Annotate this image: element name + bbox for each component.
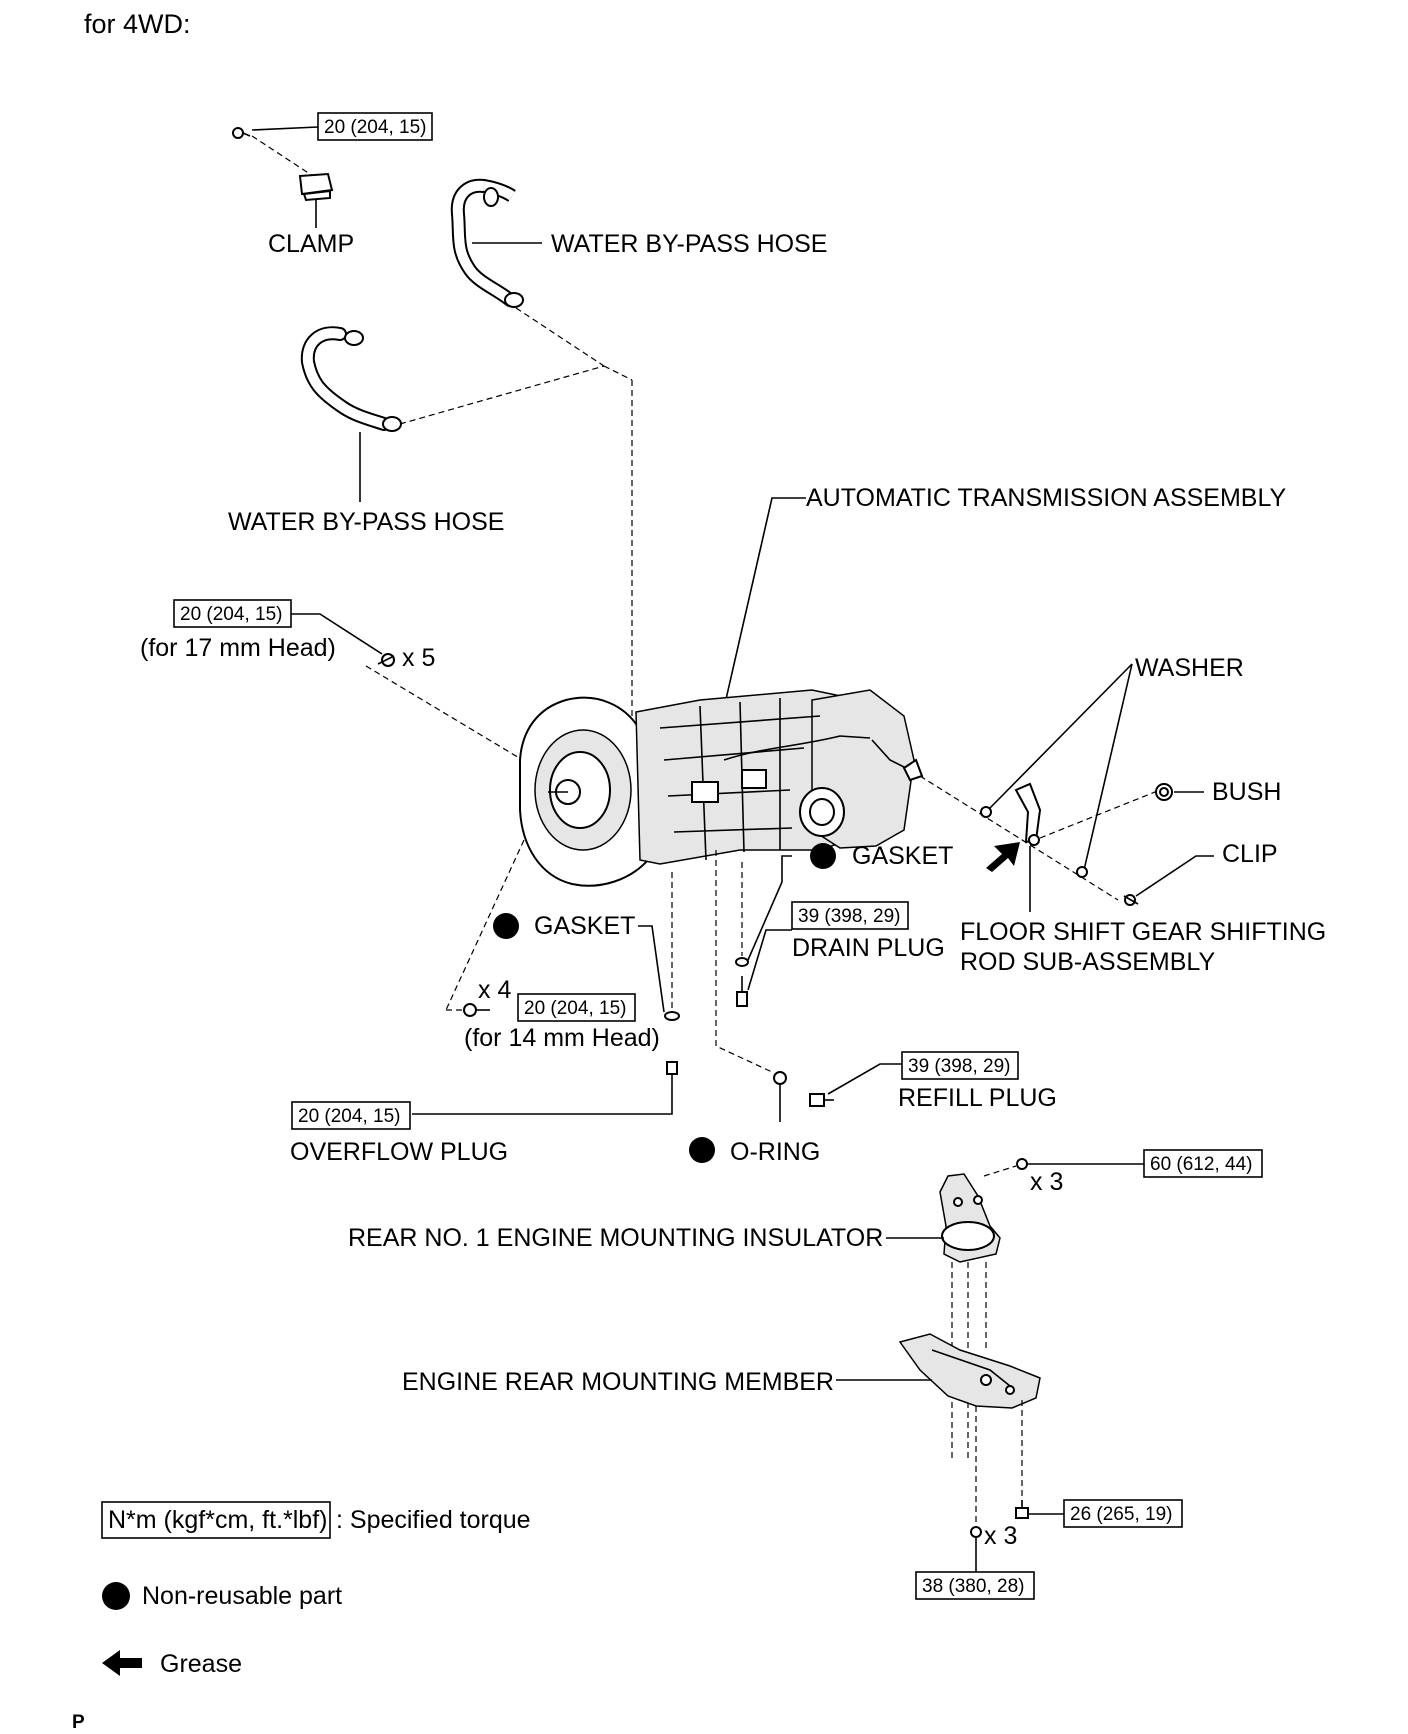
member-nut-icon (970, 1526, 982, 1538)
washer-2-icon (1076, 866, 1088, 878)
label-gasket-overflow: GASKET (534, 912, 635, 940)
water-hose-lower-icon (300, 326, 402, 432)
clip-icon (1123, 894, 1139, 906)
label-clamp: CLAMP (268, 230, 354, 258)
label-floor-shift-2: ROD SUB-ASSEMBLY (960, 948, 1215, 976)
label-water-hose-upper: WATER BY-PASS HOSE (551, 230, 827, 258)
label-washer: WASHER (1135, 654, 1244, 682)
label-o-ring: O-RING (730, 1138, 820, 1166)
rear-insulator-icon (939, 1173, 1001, 1263)
washer-1-icon (980, 806, 992, 818)
torque-box-drain (791, 901, 909, 930)
drain-gasket-icon (735, 957, 749, 967)
header-title: for 4WD: (84, 9, 191, 39)
torque-box-refill (901, 1051, 1019, 1080)
label-floor-shift-1: FLOOR SHIFT GEAR SHIFTING (960, 918, 1326, 946)
drain-plug-icon (736, 976, 748, 1007)
torque-clamp: 20 (204, 15) (324, 117, 426, 138)
torque-box-member-bolt (1063, 1499, 1183, 1528)
torque-drain: 39 (398, 29) (798, 906, 900, 927)
label-member-qty: x 3 (984, 1522, 1017, 1550)
torque-box-overflow (291, 1101, 411, 1130)
shift-lever-icon (902, 758, 924, 782)
o-ring-icon (773, 1071, 787, 1085)
non-reusable-dot-o-ring (689, 1137, 715, 1163)
grease-arrow-icon (986, 842, 1020, 872)
legend-grease: Grease (160, 1650, 242, 1678)
clamp-icon (298, 172, 334, 202)
torque-box-14mm (517, 993, 636, 1022)
torque-box-member-nut (915, 1571, 1035, 1600)
transmission-icon (519, 689, 915, 887)
bush-icon (1155, 783, 1173, 801)
legend-non-reusable: Non-reusable part (142, 1582, 342, 1610)
torque-overflow: 20 (204, 15) (298, 1106, 400, 1127)
torque-14mm: 20 (204, 15) (524, 998, 626, 1019)
label-refill-plug: REFILL PLUG (898, 1084, 1057, 1112)
torque-17mm: 20 (204, 15) (180, 604, 282, 625)
torque-insulator: 60 (612, 44) (1150, 1154, 1252, 1175)
refill-plug-icon (809, 1093, 834, 1107)
overflow-plug-icon (666, 1061, 678, 1084)
torque-box-17mm (173, 599, 292, 628)
torque-member-bolt: 26 (265, 19) (1070, 1504, 1172, 1525)
bolt-17mm-icon (377, 653, 395, 667)
legend-torque-units: N*m (kgf*cm, ft.*lbf) (108, 1506, 327, 1534)
torque-box-clamp (317, 112, 433, 141)
legend-torque-box (101, 1501, 331, 1539)
legend-torque-text: : Specified torque (336, 1506, 531, 1534)
label-bush: BUSH (1212, 778, 1281, 806)
non-reusable-dot-gasket-overflow (493, 913, 519, 939)
torque-refill: 39 (398, 29) (908, 1056, 1010, 1077)
rear-member-icon (898, 1333, 1041, 1409)
label-at-assembly: AUTOMATIC TRANSMISSION ASSEMBLY (806, 484, 1287, 512)
floor-shift-rod-icon (1014, 782, 1042, 846)
bolt-14mm-icon (463, 1003, 490, 1017)
label-gasket-drain: GASKET (852, 842, 953, 870)
label-water-hose-lower: WATER BY-PASS HOSE (228, 508, 504, 536)
clamp-bolt-icon (232, 127, 251, 139)
label-clip: CLIP (1222, 840, 1278, 868)
label-rear-insulator: REAR NO. 1 ENGINE MOUNTING INSULATOR (348, 1224, 883, 1252)
water-hose-upper-icon (450, 178, 524, 308)
legend-grease-arrow-icon (102, 1650, 142, 1676)
label-17mm-qty: x 5 (402, 644, 435, 672)
torque-member-nut: 38 (380, 28) (922, 1576, 1024, 1597)
legend-non-reusable-dot (102, 1582, 130, 1610)
label-14mm-note: (for 14 mm Head) (464, 1024, 660, 1052)
label-drain-plug: DRAIN PLUG (792, 934, 945, 962)
member-bolt-icon (1015, 1500, 1029, 1519)
label-14mm-qty: x 4 (478, 976, 511, 1004)
label-insulator-qty: x 3 (1030, 1168, 1063, 1196)
label-overflow-plug: OVERFLOW PLUG (290, 1138, 508, 1166)
torque-box-insulator (1143, 1149, 1263, 1178)
footer-code: P (72, 1712, 85, 1733)
label-17mm-note: (for 17 mm Head) (140, 634, 336, 662)
non-reusable-dot-gasket-drain (810, 843, 836, 869)
overflow-gasket-icon (664, 1011, 680, 1021)
insulator-bolt-icon (1016, 1158, 1028, 1170)
label-rear-member: ENGINE REAR MOUNTING MEMBER (402, 1368, 834, 1396)
